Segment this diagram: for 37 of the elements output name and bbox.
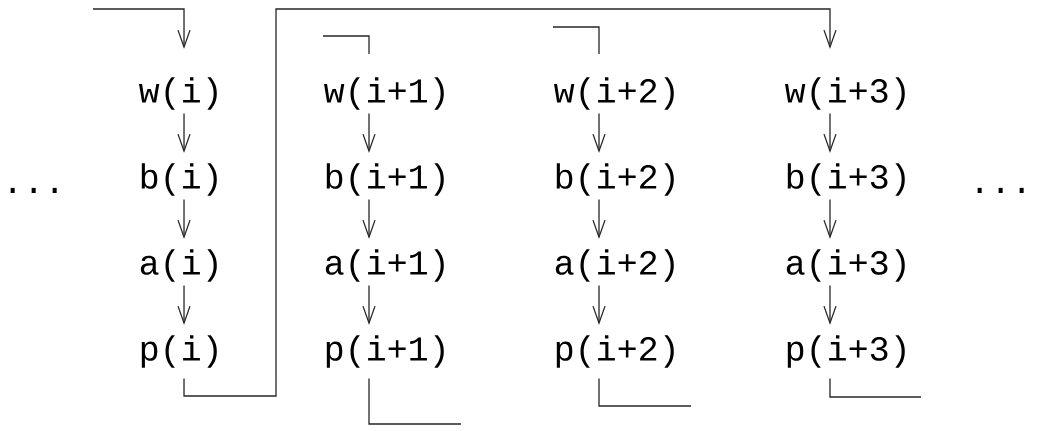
- node-label: p(i+3): [787, 335, 905, 368]
- arrow: [183, 8, 837, 397]
- node-label: b(i+2): [556, 163, 674, 196]
- node-label: b(i+1): [326, 163, 444, 196]
- connector-line: [368, 377, 462, 425]
- node-label: a(i+1): [325, 249, 444, 282]
- node-label: b(i+3): [787, 163, 905, 196]
- arrow: [592, 112, 606, 154]
- node-label: w(i+1): [324, 77, 444, 110]
- arrow: [823, 112, 837, 154]
- arrow: [177, 198, 191, 240]
- arrow: [592, 198, 606, 240]
- arrow: [177, 112, 191, 154]
- node-label: w(i+3): [785, 77, 905, 110]
- arrow: [362, 198, 376, 240]
- node-label: a(i+2): [555, 249, 674, 282]
- arrow: [362, 112, 376, 154]
- arrow: [823, 198, 837, 240]
- node-label: p(i+2): [556, 335, 674, 368]
- arrow: [362, 284, 376, 326]
- node-label: a(i+3): [786, 249, 905, 282]
- connector-line: [552, 26, 600, 55]
- ellipsis: ...: [977, 187, 1024, 193]
- connector-line: [598, 377, 692, 407]
- arrow: [92, 8, 191, 50]
- connector-line: [829, 377, 922, 398]
- node-label: a(i): [140, 249, 217, 282]
- ellipsis: ...: [10, 187, 57, 193]
- arrow: [177, 284, 191, 326]
- node-label: p(i+1): [326, 335, 444, 368]
- connector-line: [322, 35, 370, 55]
- arrow: [592, 284, 606, 326]
- node-label: w(i): [139, 77, 217, 110]
- node-label: w(i+2): [554, 77, 674, 110]
- node-label: p(i): [141, 335, 217, 368]
- node-label: b(i): [141, 163, 217, 196]
- arrow: [823, 284, 837, 326]
